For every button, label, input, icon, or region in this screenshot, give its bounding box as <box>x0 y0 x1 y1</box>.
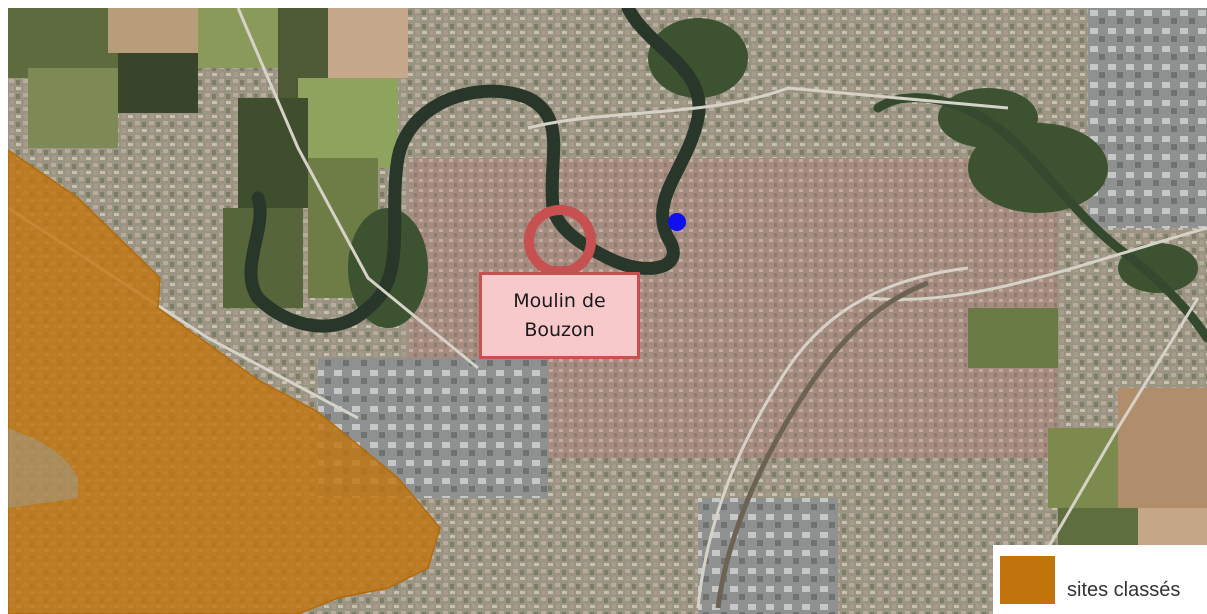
classified-sites-area[interactable] <box>8 149 441 614</box>
mill-location-stem <box>553 266 568 276</box>
industrial-zone-ne <box>1088 8 1207 228</box>
farm-fields-se <box>968 308 1207 568</box>
classified-sites-notch <box>8 428 78 508</box>
legend-label-sites-classes: sites classés <box>1067 579 1181 601</box>
mill-label-line1: Moulin de <box>513 289 606 312</box>
legend-swatch-sites-classes <box>1000 556 1055 604</box>
railway <box>715 280 929 609</box>
mill-label-line2: Bouzon <box>524 318 595 341</box>
point-marker[interactable] <box>668 213 686 231</box>
farm-fields-nw <box>8 8 408 308</box>
roads <box>8 8 1207 609</box>
river-east <box>873 93 1207 343</box>
map-legend: sites classés <box>993 545 1207 614</box>
mill-label-callout[interactable]: Moulin de Bouzon <box>479 272 640 359</box>
